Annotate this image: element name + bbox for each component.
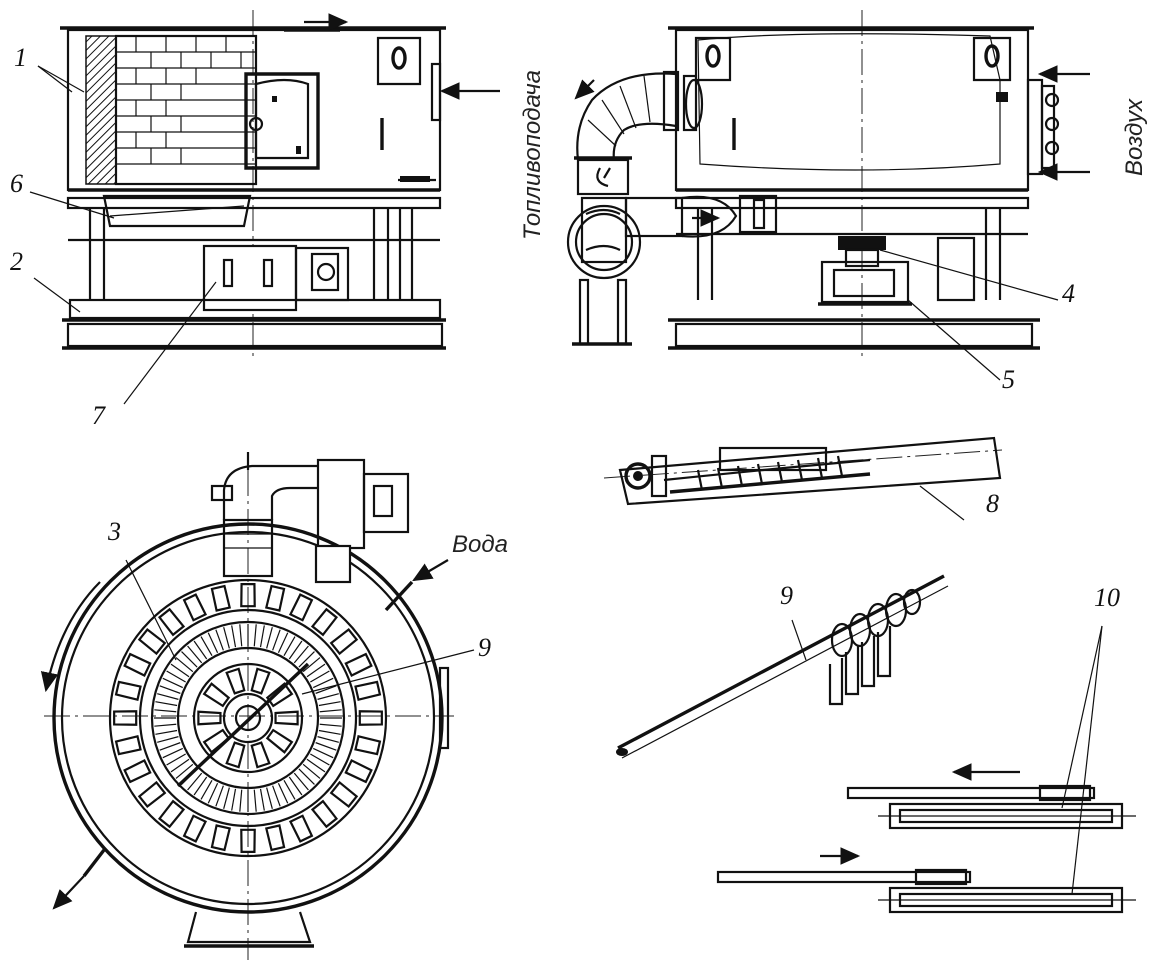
label-10: 10	[1094, 583, 1120, 612]
stoker-rod	[616, 574, 949, 759]
label-1: 1	[14, 43, 27, 72]
caption-air: Воздух	[1121, 98, 1148, 176]
label-6: 6	[10, 169, 23, 198]
auger-flights	[696, 455, 844, 491]
label-8: 8	[986, 489, 999, 518]
rod-blades	[828, 588, 922, 706]
label-3: 3	[107, 517, 121, 546]
label-9-plan: 9	[478, 633, 491, 662]
grate-plates	[716, 763, 1136, 914]
side-view	[566, 10, 1090, 360]
inner-segments	[197, 667, 299, 769]
leader-lines	[29, 65, 1103, 895]
label-7: 7	[92, 401, 106, 430]
label-2: 2	[10, 247, 23, 276]
plan-view	[40, 452, 454, 960]
fin-ring	[113, 583, 383, 853]
brick-lining	[114, 34, 258, 186]
label-9-rod: 9	[780, 581, 793, 610]
front-section-view	[60, 10, 500, 360]
label-4: 4	[1062, 279, 1075, 308]
caption-water: Вода	[452, 531, 508, 558]
air-inlet	[1026, 78, 1060, 176]
auger-assembly	[603, 436, 1003, 506]
caption-fuel-feed: Топливоподача	[519, 70, 546, 240]
label-5: 5	[1002, 365, 1015, 394]
flue-elbow	[574, 70, 704, 196]
